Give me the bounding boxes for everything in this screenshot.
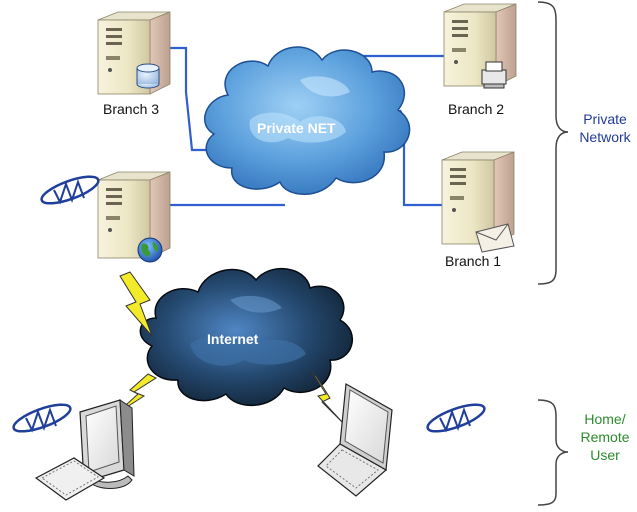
private-network-line-1: Private	[583, 111, 627, 127]
private-network-label: Private Network	[574, 110, 636, 146]
private-net-label: Private NET	[257, 120, 336, 136]
branch2-label: Branch 2	[448, 101, 505, 117]
keyboard-icon	[34, 457, 106, 501]
private-network-line-2: Network	[579, 129, 631, 145]
server-icon-branch3	[97, 11, 171, 95]
brace-icon-home	[537, 399, 569, 506]
lightning-icon-laptop	[311, 371, 345, 425]
globe-icon	[137, 237, 163, 263]
lightning-bolts	[115, 271, 345, 425]
home-remote-line-3: User	[590, 447, 620, 463]
internet-label: Internet	[207, 331, 259, 347]
database-icon	[136, 63, 160, 89]
desktop-computer-icon	[34, 399, 135, 501]
vnn-logo-laptop	[426, 403, 486, 433]
lightning-icon-gateway	[119, 271, 153, 337]
server-icon-branch2	[443, 3, 517, 89]
home-remote-line-1: Home/	[584, 411, 626, 427]
home-remote-line-2: Remote	[580, 429, 630, 445]
server-icon-branch1	[441, 151, 515, 253]
envelope-icon	[475, 223, 515, 253]
vnn-logo-gateway	[40, 175, 100, 205]
vnn-logo-desktop	[12, 403, 72, 433]
branch3-label: Branch 3	[103, 101, 160, 117]
laptop-icon	[317, 383, 393, 497]
internet-cloud	[139, 267, 353, 407]
home-remote-user-label: Home/ Remote User	[574, 410, 636, 464]
private-net-cloud	[203, 46, 411, 195]
link-branch3-private	[170, 46, 215, 152]
lightning-icon-desktop	[115, 373, 158, 415]
branch1-label: Branch 1	[445, 253, 502, 269]
server-icon-gateway	[97, 171, 171, 263]
brace-icon-private	[537, 1, 569, 285]
printer-icon	[481, 61, 507, 89]
